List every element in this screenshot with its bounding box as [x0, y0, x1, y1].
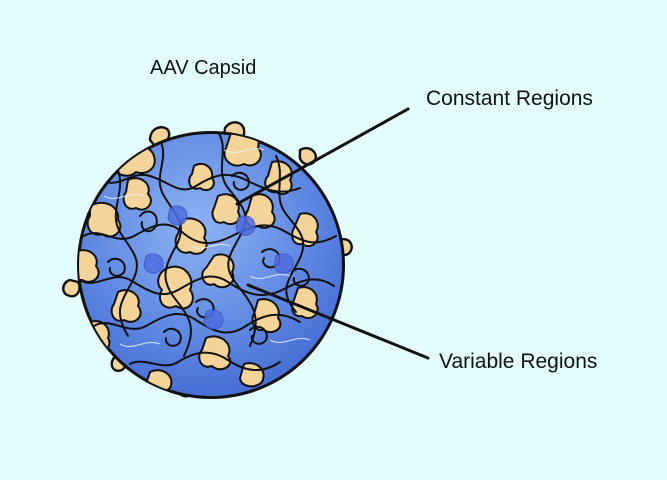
surface-domain-lines [79, 133, 337, 371]
capsid-icon [62, 121, 353, 399]
variable-region-patches [143, 205, 294, 330]
constant-pointer-line [235, 107, 410, 206]
variable-regions-label: Variable Regions [439, 350, 598, 373]
diagram-title: AAV Capsid [150, 57, 257, 79]
constant-regions-label: Constant Regions [426, 87, 593, 110]
variable-pointer-line [246, 283, 430, 360]
surface-highlights [103, 147, 311, 348]
